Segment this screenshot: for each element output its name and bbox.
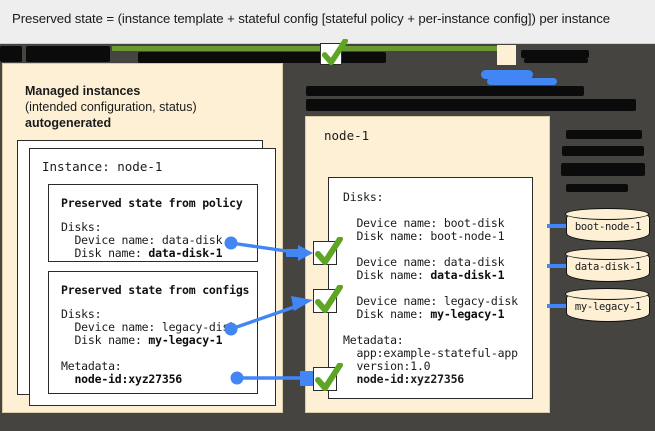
configs-metadata-label: Metadata: bbox=[61, 359, 122, 373]
disk-link-data bbox=[547, 264, 569, 268]
green-underline-top bbox=[112, 46, 502, 51]
policy-box-line-0: Disks: bbox=[61, 220, 102, 234]
disk-link-boot bbox=[547, 224, 569, 228]
check-badge-metadata bbox=[313, 363, 343, 391]
arrow-right-icon-2 bbox=[291, 296, 313, 311]
redaction-bar-top-b bbox=[138, 52, 386, 63]
connector-line-2 bbox=[230, 303, 301, 331]
actual-metadata-line-1: version:1.0 bbox=[343, 359, 431, 373]
configs-box-title: Preserved state from configs bbox=[61, 283, 250, 297]
actual-entry-2-disk-label: Disk name: bbox=[343, 307, 431, 321]
disk-cylinder-data-label: data-disk-1 bbox=[574, 261, 642, 273]
disk-cylinder-lid bbox=[565, 208, 650, 221]
redaction-bar-side-3 bbox=[561, 163, 645, 176]
check-icon bbox=[321, 39, 348, 66]
actual-entry-1-device: Device name: data-disk bbox=[343, 255, 505, 269]
disk-cylinder-boot: boot-node-1 bbox=[565, 208, 650, 242]
check-icon bbox=[315, 285, 343, 313]
policy-box-title: Preserved state from policy bbox=[61, 196, 243, 210]
actual-entry-2-device: Device name: legacy-disk bbox=[343, 294, 518, 308]
redaction-bar-top-a bbox=[26, 46, 110, 62]
configs-disk-name-label: Disk name: bbox=[61, 333, 149, 347]
actual-entry-1-disk: Disk name: data-disk-1 bbox=[343, 268, 504, 282]
actual-entry-0-disk-value: boot-node-1 bbox=[430, 229, 505, 243]
instance-card: Instance: node-1 Preserved state from po… bbox=[29, 148, 276, 406]
preserved-state-configs-box: Preserved state from configs Disks: Devi… bbox=[48, 271, 258, 394]
redaction-bar-top-left bbox=[0, 46, 22, 62]
actual-entry-0-disk: Disk name: boot-node-1 bbox=[343, 229, 504, 243]
actual-entry-0-disk-label: Disk name: bbox=[343, 229, 431, 243]
actual-instance-disks-box: Disks: Device name: boot-disk Disk name:… bbox=[328, 177, 533, 399]
blue-scribble-2 bbox=[487, 78, 557, 85]
redaction-bar-row-2 bbox=[306, 99, 636, 111]
managed-instances-heading: Managed instances (intended configuratio… bbox=[25, 84, 275, 131]
redaction-bar-side-1 bbox=[566, 130, 642, 139]
configs-metadata-value: node-id:xyz27356 bbox=[74, 372, 183, 386]
configs-metadata-line: node-id:xyz27356 bbox=[61, 372, 182, 386]
instance-card-title: Instance: node-1 bbox=[42, 159, 163, 174]
redaction-bar-top-d bbox=[524, 58, 588, 63]
redaction-bar-side-2 bbox=[562, 146, 644, 156]
blue-scribble bbox=[481, 70, 533, 79]
check-badge-legacy-disk bbox=[313, 285, 343, 313]
configs-box-line-1: Device name: legacy-disk bbox=[61, 320, 236, 334]
actual-metadata-line-2: node-id:xyz27356 bbox=[343, 372, 465, 386]
policy-disk-name-label: Disk name: bbox=[61, 246, 149, 260]
redaction-bar-top-c bbox=[521, 50, 589, 58]
policy-box-line-1: Device name: data-disk bbox=[61, 233, 223, 247]
policy-disk-name-value: data-disk-1 bbox=[148, 246, 223, 260]
disk-link-legacy bbox=[547, 304, 569, 308]
caption-text: Preserved state = (instance template + s… bbox=[12, 11, 610, 26]
disk-cylinder-lid bbox=[565, 248, 650, 261]
actual-metadata-label: Metadata: bbox=[343, 333, 404, 347]
connector-tail-1 bbox=[286, 249, 306, 257]
actual-entry-1-disk-value: data-disk-1 bbox=[430, 268, 505, 282]
heading-line-1: Managed instances bbox=[25, 84, 141, 98]
disk-cylinder-legacy-label: my-legacy-1 bbox=[574, 301, 642, 313]
preserved-state-policy-box: Preserved state from policy Disks: Devic… bbox=[48, 184, 258, 262]
actual-instance-panel: node-1 Disks: Device name: boot-disk Dis… bbox=[305, 116, 550, 413]
actual-entry-2-disk-value: my-legacy-1 bbox=[430, 307, 505, 321]
heading-line-2: (intended configuration, status) bbox=[25, 100, 197, 114]
check-badge-data-disk bbox=[313, 237, 343, 265]
redaction-bar-side-4 bbox=[566, 184, 628, 192]
policy-box-line-2: Disk name: data-disk-1 bbox=[61, 246, 222, 260]
disk-cylinder-legacy: my-legacy-1 bbox=[565, 288, 650, 322]
cream-chip-top bbox=[497, 45, 516, 65]
configs-box-line-0: Disks: bbox=[61, 307, 102, 321]
actual-metadata-line-0: app:example-stateful-app bbox=[343, 346, 518, 360]
actual-instance-title: node-1 bbox=[324, 128, 370, 143]
check-badge-top bbox=[320, 39, 348, 66]
disk-cylinder-lid bbox=[565, 288, 650, 301]
heading-line-3: autogenerated bbox=[25, 116, 112, 130]
actual-entry-0-device: Device name: boot-disk bbox=[343, 216, 505, 230]
disk-cylinder-boot-label: boot-node-1 bbox=[574, 221, 642, 233]
actual-entry-2-disk: Disk name: my-legacy-1 bbox=[343, 307, 504, 321]
redaction-bar-row-1 bbox=[306, 86, 584, 96]
configs-disk-name-value: my-legacy-1 bbox=[148, 333, 223, 347]
disk-cylinder-data: data-disk-1 bbox=[565, 248, 650, 282]
configs-box-line-2: Disk name: my-legacy-1 bbox=[61, 333, 222, 347]
caption-band: Preserved state = (instance template + s… bbox=[0, 0, 655, 44]
actual-disks-label: Disks: bbox=[343, 190, 384, 204]
check-icon bbox=[315, 363, 343, 391]
check-icon bbox=[315, 237, 343, 265]
arrow-right-icon-3 bbox=[300, 371, 316, 386]
actual-entry-1-disk-label: Disk name: bbox=[343, 268, 431, 282]
